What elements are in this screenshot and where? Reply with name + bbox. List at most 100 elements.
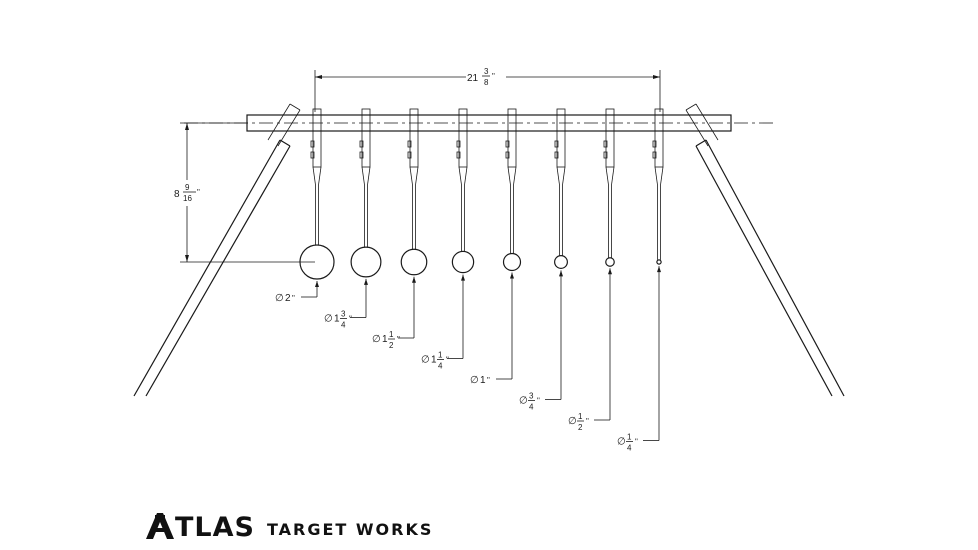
hanger-clip	[310, 151, 315, 159]
neck-edge	[556, 166, 560, 186]
neck-edge	[507, 166, 511, 186]
diameter-whole: 1	[382, 334, 388, 345]
height-dimension: 8 9 16 "	[172, 122, 315, 263]
hanger-plate	[507, 108, 517, 168]
hanger-clip	[554, 151, 559, 159]
target-callout: ∅1"	[470, 272, 514, 386]
hanger-plate	[361, 108, 371, 168]
diameter-unit: "	[349, 315, 352, 324]
neck-edge	[409, 166, 413, 186]
hanger	[299, 108, 335, 280]
height-num: 9	[185, 183, 190, 192]
hanger	[603, 108, 615, 267]
diameter-num: 3	[341, 310, 346, 319]
brand-mark-spacer	[146, 514, 174, 540]
diameter-whole: 2	[285, 293, 291, 304]
target-plate	[451, 250, 475, 274]
neck-edge	[361, 166, 365, 186]
neck-edge	[367, 166, 371, 186]
right-leg	[685, 103, 845, 397]
target-plate	[400, 248, 428, 276]
leader-arrow	[315, 281, 319, 287]
hanger-clip	[359, 140, 364, 148]
leader-arrow	[461, 274, 465, 281]
diameter-num: 1	[438, 351, 443, 360]
target-callout: ∅34"	[519, 270, 563, 412]
leader-arrow	[657, 266, 661, 273]
leader-arrow	[559, 270, 563, 277]
neck-edge	[654, 166, 658, 186]
diameter-unit: "	[397, 335, 400, 344]
width-unit: "	[492, 72, 495, 81]
leader-arrow	[364, 278, 368, 285]
target-plate	[605, 257, 615, 267]
hanger-group	[299, 108, 664, 280]
diameter-symbol: ∅	[470, 375, 479, 386]
neck-edge	[562, 166, 566, 186]
diameter-den: 2	[389, 341, 394, 350]
neck-edge	[415, 166, 419, 186]
left-leg	[133, 103, 301, 397]
diameter-symbol: ∅	[519, 396, 528, 407]
hanger-clip	[505, 151, 510, 159]
diameter-num: 1	[627, 433, 632, 442]
neck-edge	[464, 166, 468, 186]
target-plate	[656, 259, 662, 265]
diameter-num: 3	[529, 392, 534, 401]
atlas-logo-mark	[146, 513, 174, 539]
hanger-plate	[458, 108, 468, 168]
hanger-clip	[407, 140, 412, 148]
neck-edge	[611, 166, 615, 186]
hanger-plate	[312, 108, 322, 168]
hanger-plate	[409, 108, 419, 168]
neck-edge	[318, 166, 322, 186]
hanger-clip	[456, 151, 461, 159]
hanger-clip	[652, 151, 657, 159]
diameter-symbol: ∅	[421, 355, 430, 366]
diameter-num: 1	[578, 412, 583, 421]
target-plate	[299, 244, 335, 280]
leader-arrow	[608, 268, 612, 275]
diameter-whole: 1	[431, 355, 437, 366]
diameter-whole: 1	[334, 314, 340, 325]
hanger-plate	[654, 108, 664, 168]
diameter-den: 4	[438, 362, 443, 371]
hanger-plate	[556, 108, 566, 168]
leader-arrow	[412, 276, 416, 283]
diameter-den: 4	[341, 321, 346, 330]
diameter-symbol: ∅	[275, 293, 284, 304]
crossbar	[184, 114, 775, 132]
diameter-unit: "	[446, 356, 449, 365]
width-dimension: 21 3 8 "	[314, 66, 661, 112]
hanger	[451, 108, 475, 274]
height-whole: 8	[174, 189, 180, 200]
brand-tagline: TARGET WORKS	[266, 519, 434, 539]
hanger-clip	[554, 140, 559, 148]
hanger	[652, 108, 664, 265]
diameter-unit: "	[586, 417, 589, 426]
brand: TLAS TARGET WORKS	[146, 510, 433, 544]
target-callout: ∅2"	[275, 281, 319, 304]
hanger	[400, 108, 428, 276]
hanger-plate	[605, 108, 615, 168]
diameter-den: 2	[578, 423, 583, 432]
target-callout: ∅14"	[617, 266, 661, 453]
height-den: 16	[183, 194, 192, 203]
target-plate	[350, 246, 382, 278]
neck-edge	[312, 166, 316, 186]
diameter-symbol: ∅	[324, 314, 333, 325]
width-num: 3	[484, 67, 489, 76]
neck-edge	[660, 166, 664, 186]
hanger-clip	[505, 140, 510, 148]
diameter-den: 4	[627, 444, 632, 453]
target-plate	[502, 252, 522, 272]
width-den: 8	[484, 78, 489, 87]
neck-edge	[458, 166, 462, 186]
diameter-den: 4	[529, 403, 534, 412]
diameter-unit: "	[292, 294, 295, 303]
target-callout: ∅12"	[568, 268, 612, 432]
